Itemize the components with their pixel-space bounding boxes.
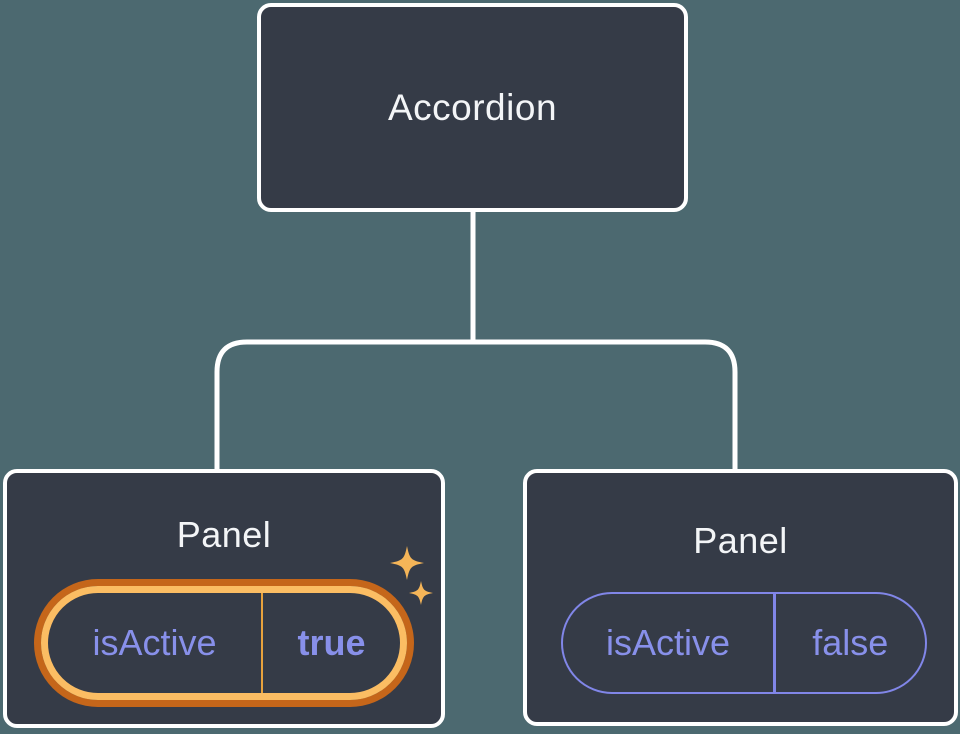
node-panel-inactive-label: Panel xyxy=(693,520,788,561)
node-panel-active-label: Panel xyxy=(176,514,272,555)
prop-pill-inactive: isActive false xyxy=(561,592,927,694)
prop-pill-divider xyxy=(773,594,776,692)
node-accordion-label: Accordion xyxy=(387,86,558,128)
prop-value-label: false xyxy=(812,622,889,663)
prop-value-label: true xyxy=(297,622,366,663)
node-panel-active: Panel isActive true xyxy=(3,469,445,728)
prop-name-label: isActive xyxy=(605,622,731,663)
node-panel-inactive: Panel isActive false xyxy=(523,469,958,726)
prop-pill-active: isActive true xyxy=(41,586,407,700)
node-accordion: Accordion xyxy=(257,3,688,212)
prop-pill-divider xyxy=(261,593,263,693)
prop-name-label: isActive xyxy=(92,622,217,663)
